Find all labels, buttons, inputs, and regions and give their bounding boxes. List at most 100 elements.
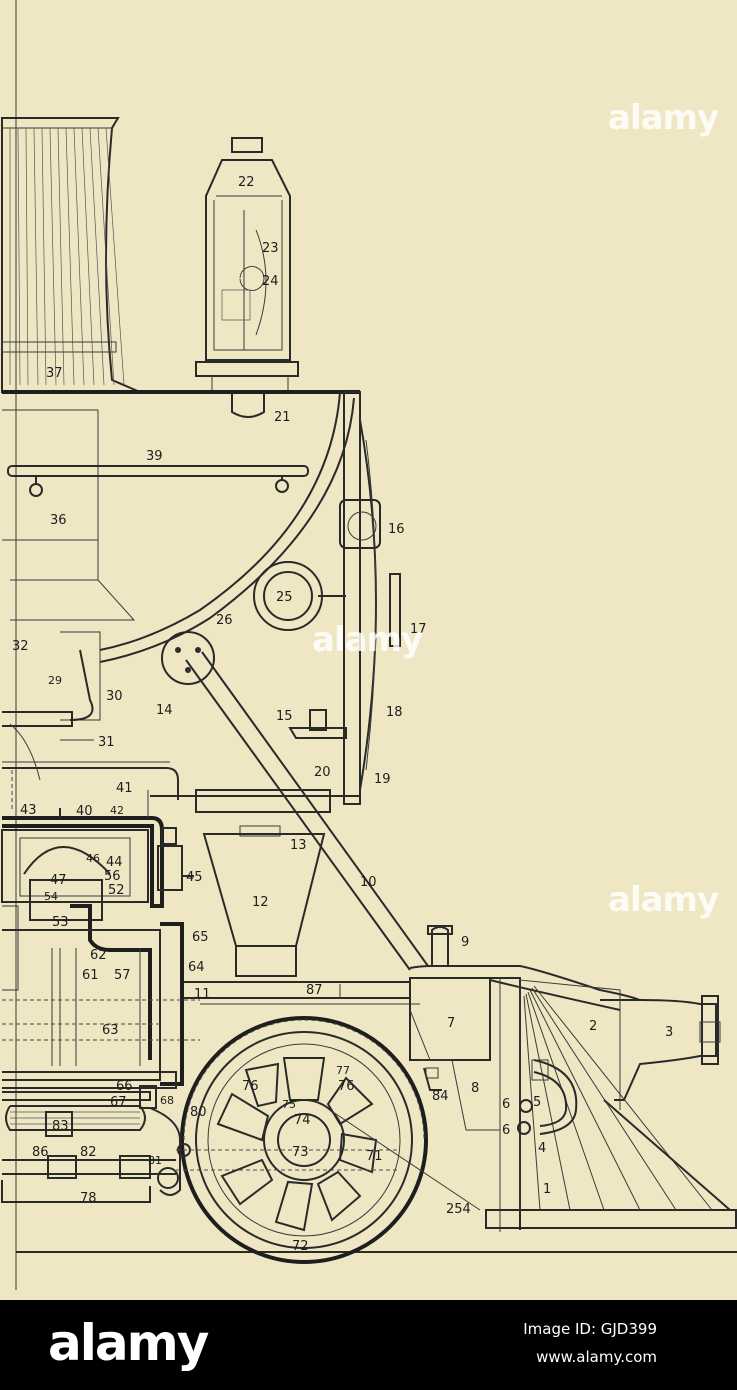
label-42: 42 — [110, 804, 124, 817]
label-39: 39 — [146, 449, 163, 464]
label-21: 21 — [274, 410, 291, 425]
smokebox — [2, 390, 360, 663]
headlamp — [195, 137, 299, 418]
locomotive-drawing: 1 2 3 4 5 6 6 7 8 9 10 11 12 13 14 15 16… — [1, 0, 737, 1290]
steam-pipe — [161, 631, 429, 971]
label-40: 40 — [76, 804, 93, 819]
label-66: 66 — [116, 1079, 133, 1094]
label-81: 81 — [148, 1154, 162, 1167]
label-1: 1 — [543, 1182, 551, 1197]
label-2: 2 — [589, 1019, 597, 1034]
footer-logo: alamy — [48, 1314, 209, 1372]
label-72: 72 — [292, 1239, 309, 1254]
label-80: 80 — [190, 1105, 207, 1120]
label-254: 254 — [446, 1202, 471, 1217]
label-86: 86 — [32, 1145, 49, 1160]
label-77: 77 — [336, 1064, 350, 1077]
label-8: 8 — [471, 1081, 479, 1096]
label-67: 67 — [110, 1095, 127, 1110]
step-bracket — [288, 709, 347, 739]
frame — [1, 981, 420, 1203]
label-32: 32 — [12, 639, 29, 654]
cylinder-cock — [157, 827, 194, 891]
cylinder-assembly — [1, 816, 200, 1089]
footer-url: www.alamy.com — [536, 1348, 657, 1366]
label-53: 53 — [52, 915, 69, 930]
label-73: 73 — [292, 1145, 309, 1160]
label-11: 11 — [194, 987, 211, 1002]
label-46: 46 — [86, 852, 100, 865]
label-44: 44 — [106, 855, 123, 870]
label-6b: 6 — [502, 1123, 510, 1138]
label-7: 7 — [447, 1016, 455, 1031]
upper-box — [2, 767, 179, 818]
label-76a: 76 — [242, 1079, 259, 1094]
label-45: 45 — [186, 870, 203, 885]
label-12: 12 — [252, 895, 269, 910]
label-87: 87 — [306, 983, 323, 998]
label-76b: 76 — [338, 1079, 355, 1094]
label-75: 75 — [282, 1098, 296, 1111]
label-18: 18 — [386, 705, 403, 720]
label-19: 19 — [374, 772, 391, 787]
label-4: 4 — [538, 1141, 546, 1156]
exhaust-pipes — [2, 631, 101, 781]
watermark: alamy — [608, 98, 719, 138]
stock-footer: alamy Image ID: GJD399 www.alamy.com — [0, 1300, 737, 1390]
callout-labels: 1 2 3 4 5 6 6 7 8 9 10 11 12 13 14 15 16… — [12, 175, 673, 1254]
label-14: 14 — [156, 703, 173, 718]
label-31: 31 — [98, 735, 115, 750]
lower-fittings — [409, 1009, 442, 1091]
number-plate — [253, 561, 346, 631]
label-47: 47 — [50, 873, 67, 888]
label-23: 23 — [262, 241, 279, 256]
label-78: 78 — [80, 1191, 97, 1206]
pony-truck-wheel — [180, 1016, 481, 1264]
label-15: 15 — [276, 709, 293, 724]
footer-image-id: Image ID: GJD399 — [523, 1320, 657, 1338]
label-17: 17 — [410, 622, 427, 637]
label-25: 25 — [276, 590, 293, 605]
locomotive-svg: 1 2 3 4 5 6 6 7 8 9 10 11 12 13 14 15 16… — [1, 0, 737, 1290]
label-65: 65 — [192, 930, 209, 945]
label-41: 41 — [116, 781, 133, 796]
label-83: 83 — [52, 1119, 69, 1134]
label-30: 30 — [106, 689, 123, 704]
label-5: 5 — [533, 1095, 541, 1110]
label-57: 57 — [114, 968, 131, 983]
label-56: 56 — [104, 869, 121, 884]
label-22: 22 — [238, 175, 255, 190]
label-82: 82 — [80, 1145, 97, 1160]
label-24: 24 — [262, 274, 279, 289]
label-64: 64 — [188, 960, 205, 975]
spring-gear — [2, 1085, 400, 1196]
watermark: alamy — [312, 620, 423, 660]
label-37: 37 — [46, 366, 63, 381]
smokebox-front — [339, 391, 401, 805]
label-10: 10 — [360, 875, 377, 890]
label-26: 26 — [216, 613, 233, 628]
watermark: alamy — [608, 880, 719, 920]
label-6a: 6 — [502, 1097, 510, 1112]
label-29: 29 — [48, 674, 62, 687]
label-62: 62 — [90, 948, 107, 963]
label-36: 36 — [50, 513, 67, 528]
label-61: 61 — [82, 968, 99, 983]
label-20: 20 — [314, 765, 331, 780]
pilot — [485, 985, 737, 1229]
label-74: 74 — [294, 1113, 311, 1128]
label-84: 84 — [432, 1089, 449, 1104]
label-16: 16 — [388, 522, 405, 537]
label-43: 43 — [20, 803, 37, 818]
label-13: 13 — [290, 838, 307, 853]
label-9: 9 — [461, 935, 469, 950]
label-71: 71 — [366, 1149, 383, 1164]
label-52: 52 — [108, 883, 125, 898]
label-68: 68 — [160, 1094, 174, 1107]
air-hoses — [517, 1059, 578, 1135]
label-3: 3 — [665, 1025, 673, 1040]
label-63: 63 — [102, 1023, 119, 1038]
handrail — [7, 465, 309, 497]
smokestack — [1, 117, 141, 393]
label-54: 54 — [44, 890, 58, 903]
